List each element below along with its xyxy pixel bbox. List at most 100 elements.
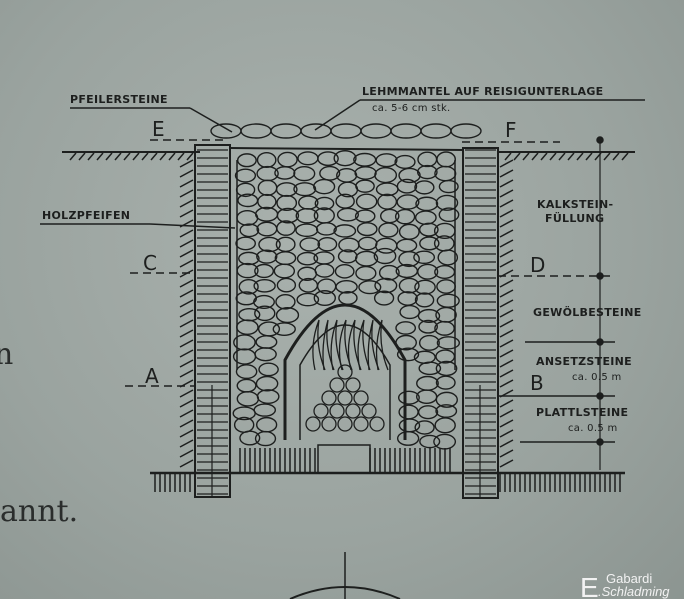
soil-hatch (540, 152, 548, 161)
fill-stone (419, 434, 441, 449)
fill-stone (276, 194, 298, 212)
soil-hatch (179, 399, 194, 408)
fill-stone (256, 249, 278, 264)
sign-text-fragment-n: n (0, 337, 13, 372)
fill-stone (396, 178, 418, 194)
fill-stone (258, 236, 281, 253)
marker-f: F (505, 118, 517, 142)
log (329, 403, 345, 419)
fill-stone (397, 291, 418, 306)
soil-hatch (123, 152, 131, 161)
fill-stone (355, 193, 378, 210)
label-pfeilersteine: PFEILERSTEINE (70, 93, 168, 106)
soil-hatch (179, 389, 194, 398)
fill-stone (334, 263, 355, 279)
fill-stone (234, 168, 257, 183)
fill-stone (253, 279, 276, 293)
soil-hatch (159, 152, 167, 161)
cap-stone (270, 123, 302, 139)
log (337, 390, 353, 406)
fill-stone (277, 151, 298, 168)
soil-hatch (499, 399, 514, 408)
soil-hatch (179, 459, 194, 468)
watermark-place: .Schladming (598, 584, 670, 599)
fill-stone (436, 151, 456, 168)
cap-stone (420, 123, 452, 139)
soil-hatch (499, 379, 514, 388)
fill-stone (355, 265, 377, 281)
soil-hatch (499, 309, 514, 318)
marker-a: A (145, 364, 159, 388)
fill-stone (418, 334, 440, 351)
fill-stone (394, 208, 416, 225)
fill-stone (374, 277, 398, 294)
soil-hatch (513, 152, 521, 161)
fill-stone (434, 417, 456, 434)
log (337, 416, 353, 432)
fill-stone (378, 264, 400, 281)
fill-stone (354, 166, 377, 180)
cap-stone (390, 123, 422, 139)
soil-hatch (499, 349, 514, 358)
soil-hatch (179, 309, 194, 318)
soil-hatch (179, 169, 194, 178)
fill-stone (258, 362, 279, 377)
fill-stone (436, 293, 460, 308)
soil-hatch (499, 439, 514, 448)
fill-stone (314, 196, 335, 211)
soil-hatch (179, 199, 194, 208)
soil-hatch (179, 439, 194, 448)
fill-stone (236, 319, 259, 336)
soil-hatch (499, 199, 514, 208)
fill-stone (438, 179, 459, 194)
soil-hatch (499, 409, 514, 418)
fill-stone (293, 165, 316, 182)
flame (322, 319, 335, 371)
soil-hatch (567, 152, 575, 161)
soil-hatch (531, 152, 539, 161)
fill-stone (333, 224, 357, 238)
label-ansetzsteine-size: ca. 0.5 m (572, 372, 622, 383)
soil-hatch (549, 152, 557, 161)
soil-hatch (621, 152, 629, 161)
log (321, 416, 337, 432)
right-wall (462, 147, 499, 499)
fill-stone (435, 404, 458, 418)
fill-stone (275, 307, 300, 324)
fill-stone (353, 152, 377, 167)
soil-hatch (179, 229, 194, 238)
soil-hatch (499, 169, 514, 178)
fill-stone (255, 375, 279, 392)
soil-hatch (179, 329, 194, 338)
soil-hatch (179, 189, 194, 198)
soil-hatch (522, 152, 530, 161)
label-plattlsteine-size: ca. 0.5 m (568, 423, 618, 434)
fill-stone (238, 251, 260, 266)
fill-stone (413, 250, 436, 265)
cap-stone (330, 123, 362, 139)
flame (357, 319, 371, 371)
fill-stone (257, 179, 278, 196)
fill-stone (256, 416, 278, 433)
fill-stone (438, 207, 460, 223)
cap-stone (360, 123, 392, 139)
soil-hatch (499, 219, 514, 228)
flame (367, 319, 380, 371)
fill-stone (396, 431, 420, 446)
soil-hatch (179, 299, 194, 308)
fill-stone (357, 236, 378, 251)
fill-stone (253, 403, 277, 417)
fill-stone (397, 390, 420, 405)
fill-stone (398, 277, 420, 294)
soil-hatch (179, 359, 194, 368)
fill-stone (414, 180, 435, 195)
fill-stone (436, 336, 461, 350)
soil-hatch (96, 152, 104, 161)
fill-stone (415, 196, 439, 212)
soil-hatch (499, 179, 514, 188)
soil-hatch (69, 152, 77, 161)
soil-hatch (499, 319, 514, 328)
wall-bricks (197, 149, 496, 497)
fill-stone (276, 277, 297, 293)
fill-stone (293, 182, 317, 197)
